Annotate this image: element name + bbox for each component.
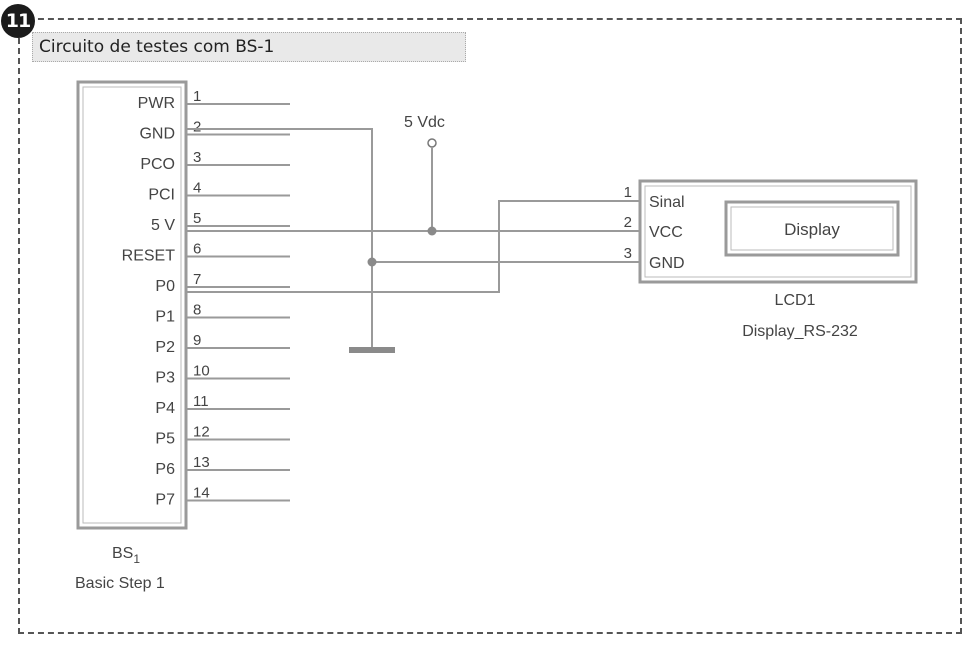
ground-symbol xyxy=(349,347,395,353)
bs1-pin: P7 14 xyxy=(155,485,290,509)
bs1-pin: P2 9 xyxy=(155,332,290,356)
bs1-pin: P6 13 xyxy=(155,454,290,478)
bs1-pin-number: 5 xyxy=(193,210,201,227)
lcd1-display-label: Display xyxy=(784,220,840,239)
bs1-pin-label: PCO xyxy=(140,156,175,173)
bs1-pin: P4 11 xyxy=(155,393,290,417)
bs1-pin: RESET 6 xyxy=(122,241,290,265)
ground-net-wire xyxy=(187,128,373,347)
lcd1-pin-label: Sinal xyxy=(649,194,685,211)
bs1-pin-label: 5 V xyxy=(151,217,175,234)
bs1-pin-label: PWR xyxy=(138,95,175,112)
bs1-pin-label: P4 xyxy=(155,400,175,417)
bs1-pin-number: 10 xyxy=(193,363,210,380)
bs1-pin-label: P3 xyxy=(155,370,175,387)
bs1-pin-number: 2 xyxy=(193,119,201,136)
bs1-pin-number: 6 xyxy=(193,241,201,258)
figure-number-badge: 11 xyxy=(1,4,35,38)
bs1-pin-label: P1 xyxy=(155,309,175,326)
bs1-pin-label: GND xyxy=(139,126,175,143)
bs1-pin-number: 7 xyxy=(193,271,201,288)
bs1-designator: BS1 xyxy=(112,545,140,566)
bs1-module xyxy=(76,80,188,530)
bs1-pin-number: 4 xyxy=(193,180,201,197)
lcd1-designator: LCD1 xyxy=(775,292,816,309)
bs1-pin-number: 14 xyxy=(193,485,210,502)
figure-frame xyxy=(18,18,962,634)
lcd1-part-name: Display_RS-232 xyxy=(742,323,858,340)
lcd1-pin-number: 1 xyxy=(624,184,632,201)
bs1-pin-number: 8 xyxy=(193,302,201,319)
bs1-pin-number: 12 xyxy=(193,424,210,441)
lcd1-pin-label: GND xyxy=(649,255,685,272)
bs1-pin: P0 7 xyxy=(155,271,290,295)
bs1-pin: P5 12 xyxy=(155,424,290,448)
lcd1-pin-number: 3 xyxy=(624,245,632,262)
lcd1-module: Display xyxy=(638,179,918,284)
supply-label: 5 Vdc xyxy=(404,114,445,131)
bs1-pin-label: RESET xyxy=(122,248,176,265)
bs1-pin-label: P6 xyxy=(155,461,175,478)
bs1-pin-number: 11 xyxy=(193,393,209,410)
supply-terminal xyxy=(427,138,437,148)
bs1-pin-label: PCI xyxy=(148,187,175,204)
figure-title: Circuito de testes com BS-1 xyxy=(32,32,466,62)
bs1-pin-number: 13 xyxy=(193,454,210,471)
bs1-part-name: Basic Step 1 xyxy=(75,575,165,592)
lcd1-display-box xyxy=(724,200,900,257)
vcc-junction xyxy=(427,226,437,236)
bs1-pin-label: P5 xyxy=(155,431,175,448)
bs1-pin: PWR 1 xyxy=(138,88,290,112)
bs1-pin-number: 3 xyxy=(193,149,201,166)
bs1-pin-label: P2 xyxy=(155,339,175,356)
bs1-pin: P1 8 xyxy=(155,302,290,326)
bs1-pin: 5 V 5 xyxy=(151,210,290,234)
lcd1-pin-number: 2 xyxy=(624,214,632,231)
bs1-pin: PCO 3 xyxy=(140,149,290,173)
bs1-pin-label: P0 xyxy=(155,278,175,295)
bs1-pin-number: 1 xyxy=(193,88,201,105)
lcd1-pin-label: VCC xyxy=(649,224,683,241)
bs1-pin: PCI 4 xyxy=(148,180,290,204)
bs1-pin: GND 2 xyxy=(139,119,290,143)
bs1-pin-label: P7 xyxy=(155,492,175,509)
bs1-pin-number: 9 xyxy=(193,332,201,349)
gnd-junction xyxy=(367,257,377,267)
bs1-pin: P3 10 xyxy=(155,363,290,387)
signal-net-wire xyxy=(187,200,640,293)
